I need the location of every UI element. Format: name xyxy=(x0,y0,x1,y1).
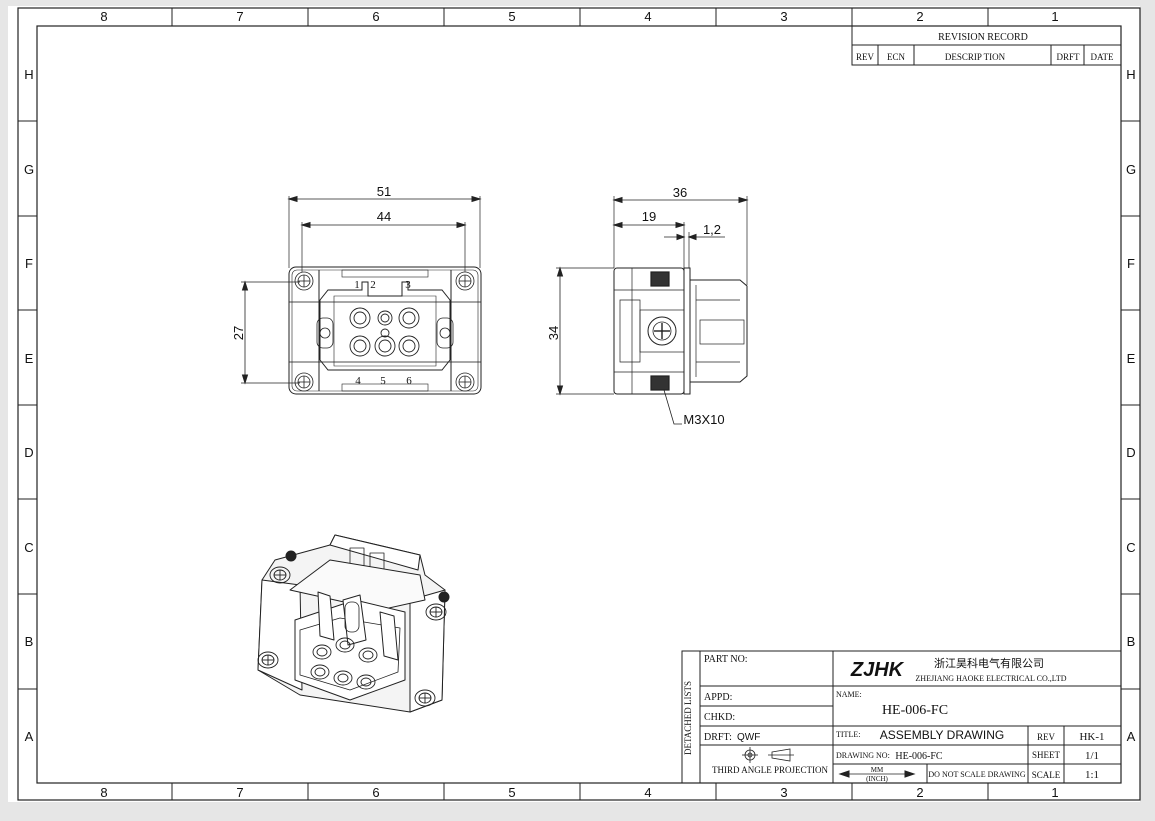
units-inch: (INCH) xyxy=(866,775,888,783)
zone-col-6-top: 6 xyxy=(372,9,379,24)
zone-row-h-right: H xyxy=(1126,67,1135,82)
side-view-labels: 36 19 1,2 34 M3X10 xyxy=(546,185,725,427)
zone-dividers xyxy=(18,8,1140,800)
contact-numbers: 1 2 3 4 5 6 xyxy=(354,279,412,387)
dim-side-overall: 36 xyxy=(673,185,687,200)
drft-label: DRFT: xyxy=(704,732,732,743)
dim-side-height: 34 xyxy=(546,326,561,340)
units-mm: MM xyxy=(871,766,884,774)
zone-row-d-right: D xyxy=(1126,445,1135,460)
drft-header: DRFT xyxy=(1056,52,1080,62)
zone-row-a-right: A xyxy=(1127,729,1136,744)
zone-row-b-left: B xyxy=(25,634,34,649)
contact-5: 5 xyxy=(380,375,386,387)
title-block-text: DETACHED LISTS PART NO: APPD: CHKD: DRFT… xyxy=(683,654,1105,783)
zone-col-6-bottom: 6 xyxy=(372,785,379,800)
zone-col-3-bottom: 3 xyxy=(780,785,787,800)
company-name-en: ZHEJIANG HAOKE ELECTRICAL CO.,LTD xyxy=(915,674,1066,683)
zone-row-c-right: C xyxy=(1126,540,1135,555)
screw-label: M3X10 xyxy=(683,412,724,427)
date-header: DATE xyxy=(1091,52,1114,62)
zone-row-g-right: G xyxy=(1126,162,1136,177)
zone-col-1-top: 1 xyxy=(1051,9,1058,24)
name-label: NAME: xyxy=(836,690,862,699)
drawing-no-label: DRAWING NO: xyxy=(836,751,890,760)
company-logo: ZJHK xyxy=(850,659,905,681)
zone-col-8-top: 8 xyxy=(100,9,107,24)
sheet-value: 1/1 xyxy=(1085,750,1099,762)
no-scale-note: DO NOT SCALE DRAWING xyxy=(928,770,1025,779)
zone-row-b-right: B xyxy=(1127,634,1136,649)
chkd-label: CHKD: xyxy=(704,712,735,723)
title-label: TITLE: xyxy=(836,730,860,739)
rev-value: HK-1 xyxy=(1079,731,1104,743)
dim-overall-width: 51 xyxy=(377,184,391,199)
zone-col-7-top: 7 xyxy=(236,9,243,24)
zone-col-4-bottom: 4 xyxy=(644,785,651,800)
ecn-header: ECN xyxy=(887,52,906,62)
part-no-label: PART NO: xyxy=(704,654,748,665)
contact-3: 3 xyxy=(405,279,411,291)
contact-1: 1 xyxy=(354,279,360,291)
zone-row-d-left: D xyxy=(24,445,33,460)
scale-value: 1:1 xyxy=(1085,769,1099,781)
zone-col-5-bottom: 5 xyxy=(508,785,515,800)
outer-border xyxy=(17,7,1141,801)
zone-col-2-top: 2 xyxy=(916,9,923,24)
drft-value: QWF xyxy=(737,732,760,743)
dim-hole-spacing: 44 xyxy=(377,209,391,224)
contact-2: 2 xyxy=(370,279,376,291)
isometric-view xyxy=(257,534,450,713)
zone-col-7-bottom: 7 xyxy=(236,785,243,800)
zone-col-1-bottom: 1 xyxy=(1051,785,1058,800)
projection-label: THIRD ANGLE PROJECTION xyxy=(712,765,828,775)
rev-header: REV xyxy=(856,52,875,62)
zone-row-a-left: A xyxy=(25,729,34,744)
side-view xyxy=(556,196,749,425)
description-header: DESCRIP TION xyxy=(945,52,1006,62)
zone-row-f-left: F xyxy=(25,256,33,271)
zone-row-c-left: C xyxy=(24,540,33,555)
name-value: HE-006-FC xyxy=(882,703,948,718)
zone-col-5-top: 5 xyxy=(508,9,515,24)
appd-label: APPD: xyxy=(704,692,732,703)
zone-col-3-top: 3 xyxy=(780,9,787,24)
detached-lists-label: DETACHED LISTS xyxy=(683,681,693,755)
zone-col-8-bottom: 8 xyxy=(100,785,107,800)
rev-label: REV xyxy=(1037,732,1056,742)
zone-row-e-right: E xyxy=(1127,351,1136,366)
zone-col-4-top: 4 xyxy=(644,9,651,24)
zone-row-h-left: H xyxy=(24,67,33,82)
contact-4: 4 xyxy=(355,375,361,387)
dim-side-flange: 1,2 xyxy=(703,222,721,237)
company-name-cn: 浙江昊科电气有限公司 xyxy=(934,656,1044,670)
dim-side-depth: 19 xyxy=(642,209,656,224)
dim-front-height: 27 xyxy=(231,326,246,340)
zone-col-2-bottom: 2 xyxy=(916,785,923,800)
revision-title: REVISION RECORD xyxy=(938,32,1028,43)
title-value: ASSEMBLY DRAWING xyxy=(880,728,1004,742)
paper xyxy=(8,6,1140,802)
drawing-no-value: HE-006-FC xyxy=(895,751,943,762)
front-view xyxy=(241,195,482,395)
zone-row-f-right: F xyxy=(1127,256,1135,271)
sheet-label: SHEET xyxy=(1032,750,1061,760)
scale-label: SCALE xyxy=(1032,770,1061,780)
zone-row-g-left: G xyxy=(24,162,34,177)
contact-6: 6 xyxy=(406,375,412,387)
zone-row-e-left: E xyxy=(25,351,34,366)
revision-record: REVISION RECORD REV ECN DESCRIP TION DRF… xyxy=(851,25,1122,66)
title-block xyxy=(681,650,1122,784)
front-view-labels: 51 44 27 xyxy=(231,184,391,340)
